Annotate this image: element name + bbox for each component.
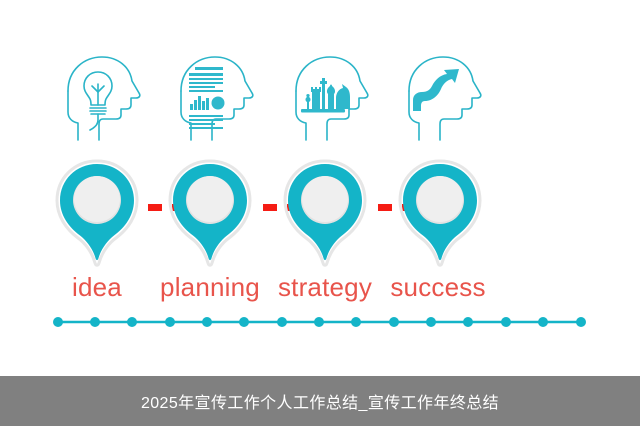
head-growth-arrow-icon (383, 48, 493, 148)
caption-text: 2025年宣传工作个人工作总结_宣传工作年终总结 (140, 395, 500, 412)
dash-segment (148, 203, 162, 211)
dotted-timeline-rail (0, 314, 640, 330)
pin-marker-success[interactable] (394, 158, 486, 270)
step-label-planning: planning (160, 272, 260, 302)
head-lightbulb-icon (42, 48, 152, 148)
dash-segment (378, 203, 392, 211)
caption-bar: 2025年宣传工作个人工作总结_宣传工作年终总结 (0, 376, 640, 426)
step-label-idea: idea (72, 272, 122, 302)
pin-markers-row (0, 158, 640, 270)
step-labels-row: idea planning strategy success (0, 272, 640, 308)
dash-segment (263, 203, 277, 211)
infographic-canvas: idea planning strategy success (0, 48, 640, 330)
step-label-success: success (390, 272, 486, 302)
pin-marker-planning[interactable] (164, 158, 256, 270)
head-chess-icon (270, 48, 380, 148)
head-icons-row (0, 48, 640, 148)
pin-marker-idea[interactable] (51, 158, 143, 270)
pin-marker-strategy[interactable] (279, 158, 371, 270)
head-report-icon (155, 48, 265, 148)
step-label-strategy: strategy (277, 272, 373, 302)
